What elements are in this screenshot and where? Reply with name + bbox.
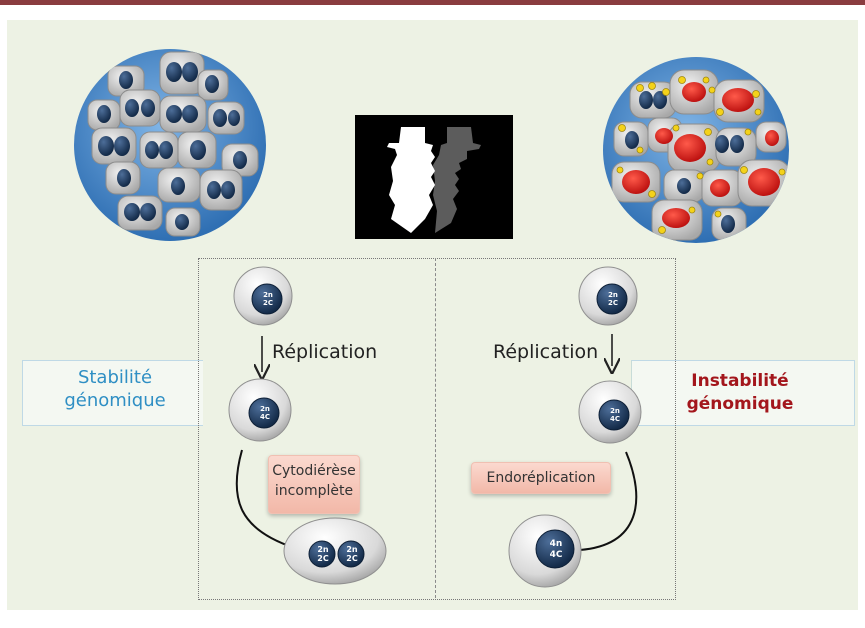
nucleus-label: 2n — [608, 291, 618, 299]
process-frame — [198, 258, 676, 600]
silhouette-image — [355, 115, 513, 239]
replication-label-right: Réplication — [493, 341, 599, 363]
nucleus-label: 4n — [550, 539, 563, 549]
nucleus-label: 2C — [263, 299, 273, 307]
nucleus-label: 2n — [260, 405, 270, 413]
cytodierese-line2: incomplète — [274, 483, 354, 499]
nucleus-label: 2n — [346, 545, 358, 554]
stable-genome-label: Stabilité génomique — [60, 366, 170, 412]
cytodierese-line1: Cytodiérèse — [272, 463, 356, 479]
stable-label-box — [22, 360, 203, 426]
center-divider — [435, 258, 436, 598]
unstable-label-line1: Instabilité — [691, 371, 789, 391]
nucleus-label: 4C — [550, 550, 563, 560]
nucleus-label: 2n — [610, 407, 620, 415]
endoreplication-box: Endoréplication — [471, 462, 611, 494]
unstable-tissue-illustration — [603, 57, 789, 243]
stable-column-cells — [228, 266, 387, 585]
stable-label-line2: génomique — [64, 390, 166, 411]
cytodierese-box: Cytodiérèse incomplète — [268, 455, 360, 514]
unstable-genome-label: Instabilité génomique — [680, 370, 800, 416]
unstable-label-box — [631, 360, 855, 426]
nucleus-label: 2C — [346, 554, 358, 563]
nucleus-label: 2n — [317, 545, 329, 554]
nucleus-label: 2C — [317, 554, 329, 563]
nucleus-label: 2n — [263, 291, 273, 299]
nucleus-label: 4C — [260, 413, 270, 421]
nucleus-label: 4C — [610, 415, 620, 423]
unstable-label-line2: génomique — [686, 394, 794, 414]
replication-label-left: Réplication — [272, 341, 378, 363]
stable-label-line1: Stabilité — [77, 367, 153, 388]
nucleus-label: 2C — [608, 299, 618, 307]
stable-tissue-illustration — [74, 49, 266, 241]
top-border — [0, 0, 865, 5]
unstable-column-cells — [508, 266, 642, 588]
